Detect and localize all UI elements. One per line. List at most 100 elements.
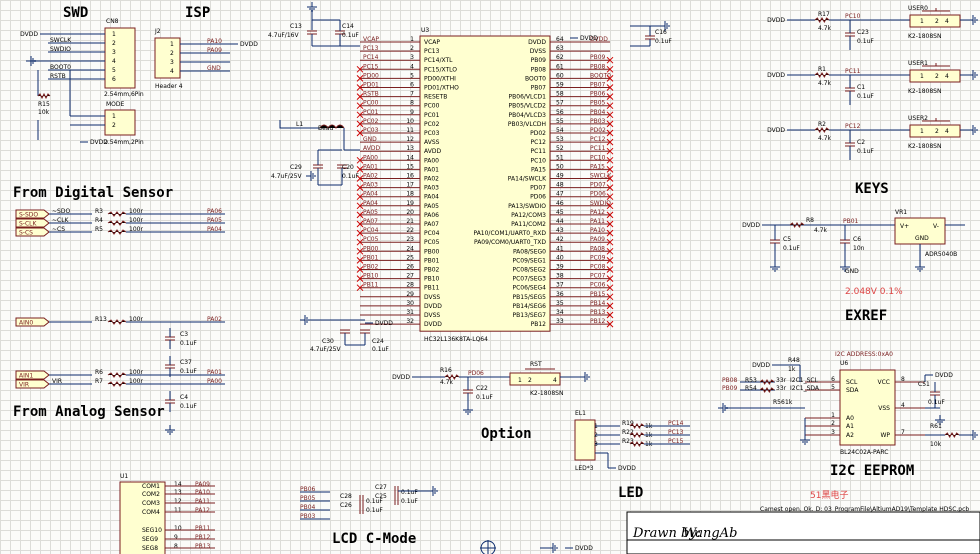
no-connect-mark [606,220,614,228]
resistor [814,127,830,133]
u1-net: PA12 [195,507,210,514]
eeprom-net: PB09 [722,385,738,392]
power-label-dvdd: DVDD [767,127,785,134]
u1-pin-number: 10 [174,525,182,532]
r8-value: 4.7k [814,227,828,234]
mcu-net-right: BOOT0 [590,72,611,79]
resistor [629,423,645,429]
no-connect-mark [356,129,364,137]
mcu-net-left: PC02 [363,118,379,125]
key-cap-ref: C2 [857,139,865,146]
key-cap-value: 0.1uF [857,93,874,100]
mcu-net-right: PB15 [590,291,606,298]
mcu-pin-number: 28 [406,282,414,289]
port-label: AIN1 [19,373,33,380]
resistor-ref: R13 [95,316,107,323]
switch-pin: 2 [935,18,939,25]
power-label-dvdd: DVDD [767,17,785,24]
mcu-pin-number: 41 [556,245,564,252]
mcu-net-left: PA05 [363,209,378,216]
c13-ref: C13 [290,23,302,30]
bead-label: Bead [318,125,333,132]
mcu-pin-number: 64 [556,36,564,43]
led-net: PC14 [668,420,684,427]
mcu-pin-number: 16 [406,173,414,180]
no-connect-mark [606,138,614,146]
mcu-net-right: PA10 [590,227,605,234]
mcu-pin-number: 38 [556,273,564,280]
mcu-pin-number: 15 [406,163,414,170]
port-label: VIR [19,382,29,389]
mcu-pin-number: 51 [556,154,564,161]
no-connect-mark [356,257,364,264]
mcu-pin-number: 34 [556,309,564,316]
port-label: S-CS [19,230,33,237]
mcu-pin-name: DVSS [424,312,440,319]
key-switch-part: K2-1808SN [908,143,941,150]
resistor [944,432,960,438]
resistor [107,229,127,235]
mcu-ref: U3 [421,27,429,34]
no-connect-mark [606,266,614,273]
vir-net: VIR [52,378,62,385]
mcu-pin-number: 32 [406,318,414,325]
no-connect-mark [606,302,614,310]
key-switch-body [909,14,961,28]
switch-pin: 1 [920,18,924,25]
mcu-net-left: PB01 [363,254,379,261]
sensor-mcu-net: PA05 [207,217,222,224]
key-net: PC10 [845,13,861,20]
mcu-pin-name: PA03 [424,185,439,192]
u6-pin-name: WP [880,432,890,439]
swd-net: RSTB [50,73,66,80]
vr1-pin: V- [933,223,939,230]
mcu-net-right: PC10 [590,154,606,161]
mode-pin: 2 [112,122,116,129]
mcu-pin-number: 43 [556,227,564,234]
mcu-pin-name: PB04/VLCD3 [509,112,547,119]
port-label: AIN0 [19,320,33,327]
port-ain0 [15,317,50,327]
r56-ref: R56 [773,399,785,406]
mcu-pin-name: PA04 [424,194,439,201]
mcu-pin-name: PA12/COM3 [511,212,546,219]
eeprom-resistor-value: 33r [776,377,787,384]
mcu-net-left: PB10 [363,273,379,280]
section-heading: EXREF [845,308,887,324]
mcu-pin-name: PB14/SEG6 [513,303,547,310]
resistor-ref: R6 [95,369,103,376]
mcu-pin-number: 14 [406,154,414,161]
mcu-pin-name: PC11 [531,148,547,155]
eeprom-bus: I2C1_SCL [790,377,819,384]
eeprom-bus: I2C1_SDA [790,385,820,392]
section-heading: LCD C-Mode [332,531,416,547]
j2-pin: 3 [170,59,174,66]
port-s-clk [15,218,50,228]
mcu-pin-name: PC06/SEG4 [512,285,546,292]
title-path: Camest open. Ok. D: 03_ProgramFile\Altiu… [760,506,969,513]
mcu-net-right: PC11 [590,145,606,152]
key-net: PC12 [845,123,861,130]
no-connect-mark [606,75,614,82]
resistor [107,211,127,217]
resistor-ref: R4 [95,217,103,224]
mcu-net-right: PC09 [590,254,606,261]
no-connect-mark [356,220,364,228]
no-connect-mark [606,202,614,210]
mcu-pin-name: PA02 [424,176,439,183]
mcu-pin-name: PD02 [530,130,546,137]
c20-ref: C20 [342,164,354,171]
power-label-dvdd: DVDD [240,41,258,48]
mcu-pin-name: PC01 [424,112,440,119]
key-switch-part: K2-1808SN [908,33,941,40]
power-label-dvdd: DVDD [767,72,785,79]
resistor-value: 100r [129,378,143,385]
section-heading: I2C EEPROM [830,463,914,479]
no-connect-mark [606,284,614,292]
eeprom-net: PB08 [722,377,738,384]
mcu-net-right: SWCLK [590,173,612,180]
u6-pin-name: A2 [846,432,854,439]
resistor-value: 100r [129,316,143,323]
